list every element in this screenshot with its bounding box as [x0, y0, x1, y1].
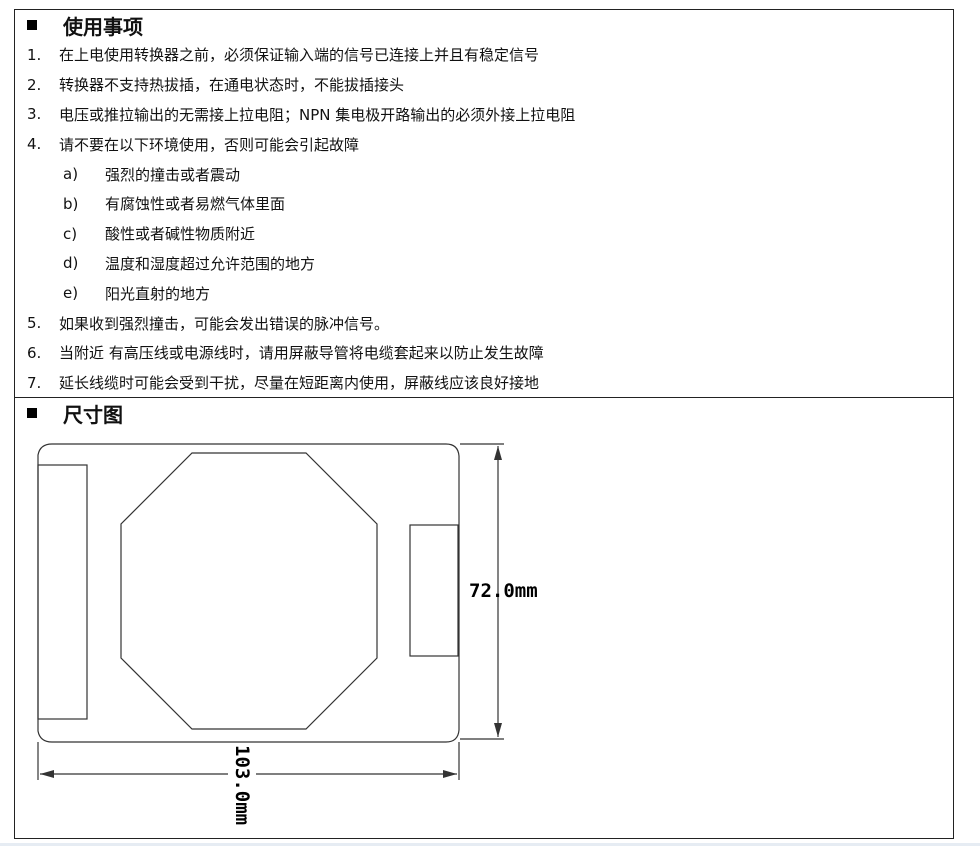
list-item-text: 温度和湿度超过允许范围的地方 — [105, 254, 316, 273]
square-bullet-icon — [27, 408, 37, 418]
arrow-down-icon — [494, 723, 502, 737]
square-bullet-icon — [27, 20, 37, 30]
usage-section-heading: 使用事项 — [27, 10, 143, 40]
sub-list-item: c) 酸性或者碱性物质附近 — [27, 219, 937, 249]
list-item-text: 当附近 有高压线或电源线时，请用屏蔽导管将电缆套起来以防止发生故障 — [59, 344, 544, 363]
list-item-text: 如果收到强烈撞击，可能会发出错误的脉冲信号。 — [59, 314, 390, 333]
list-item-text: 延长线缆时可能会受到干扰，尽量在短距离内使用，屏蔽线应该良好接地 — [59, 374, 540, 393]
list-item: 2. 转换器不支持热拔插，在通电状态时，不能拔插接头 — [27, 70, 937, 100]
list-item-number: 1. — [27, 45, 42, 64]
list-item-number: 6. — [27, 343, 42, 362]
height-dimension-label: 72.0mm — [469, 580, 538, 602]
list-item-number: e) — [63, 284, 79, 303]
device-outline — [37, 443, 460, 743]
list-item-text: 强烈的撞击或者震动 — [105, 165, 241, 184]
list-item: 6. 当附近 有高压线或电源线时，请用屏蔽导管将电缆套起来以防止发生故障 — [27, 338, 937, 368]
list-item-text: 电压或推拉输出的无需接上拉电阻；NPN 集电极开路输出的必须外接上拉电阻 — [59, 105, 576, 124]
list-item-text: 阳光直射的地方 — [105, 284, 211, 303]
list-item-number: c) — [63, 224, 78, 243]
arrow-right-icon — [443, 770, 457, 778]
list-item: 1. 在上电使用转换器之前，必须保证输入端的信号已连接上并且有稳定信号 — [27, 40, 937, 70]
left-terminal-block — [37, 464, 88, 720]
sub-list-item: b) 有腐蚀性或者易燃气体里面 — [27, 189, 937, 219]
sub-list-item: d) 温度和湿度超过允许范围的地方 — [27, 249, 937, 279]
list-item: 3. 电压或推拉输出的无需接上拉电阻；NPN 集电极开路输出的必须外接上拉电阻 — [27, 100, 937, 130]
list-item-number: 4. — [27, 135, 42, 154]
list-item-text: 酸性或者碱性物质附近 — [105, 225, 256, 244]
list-item-number: 2. — [27, 75, 42, 94]
list-item: 4. 请不要在以下环境使用，否则可能会引起故障 — [27, 129, 937, 159]
octagon-cover — [120, 452, 378, 730]
list-item-text: 在上电使用转换器之前，必须保证输入端的信号已连接上并且有稳定信号 — [59, 46, 540, 65]
dimension-section-title: 尺寸图 — [63, 402, 123, 427]
sub-list-item: a) 强烈的撞击或者震动 — [27, 159, 937, 189]
usage-list: 1. 在上电使用转换器之前，必须保证输入端的信号已连接上并且有稳定信号 2. 转换器不… — [27, 40, 937, 398]
list-item-text: 转换器不支持热拔插，在通电状态时，不能拔插接头 — [59, 76, 405, 95]
arrow-left-icon — [40, 770, 54, 778]
arrow-up-icon — [494, 446, 502, 460]
right-terminal-block — [409, 524, 459, 657]
list-item-number: 5. — [27, 314, 42, 333]
list-item: 5. 如果收到强烈撞击，可能会发出错误的脉冲信号。 — [27, 308, 937, 338]
bottom-edge-strip — [0, 843, 980, 846]
width-dimension-label: 103.0mm — [231, 745, 253, 825]
list-item-number: 3. — [27, 105, 42, 124]
list-item-number: d) — [63, 254, 79, 273]
list-item-text: 有腐蚀性或者易燃气体里面 — [105, 195, 286, 214]
list-item-number: b) — [63, 194, 79, 213]
list-item-number: 7. — [27, 373, 42, 392]
list-item-number: a) — [63, 165, 79, 184]
section-divider — [15, 397, 953, 398]
sub-list-item: e) 阳光直射的地方 — [27, 278, 937, 308]
list-item: 7. 延长线缆时可能会受到干扰，尽量在短距离内使用，屏蔽线应该良好接地 — [27, 368, 937, 398]
list-item-text: 请不要在以下环境使用，否则可能会引起故障 — [59, 135, 360, 154]
dimension-section-heading: 尺寸图 — [27, 398, 123, 428]
usage-section-title: 使用事项 — [63, 14, 143, 39]
document-frame: 使用事项 1. 在上电使用转换器之前，必须保证输入端的信号已连接上并且有稳定信号 2… — [14, 9, 954, 839]
